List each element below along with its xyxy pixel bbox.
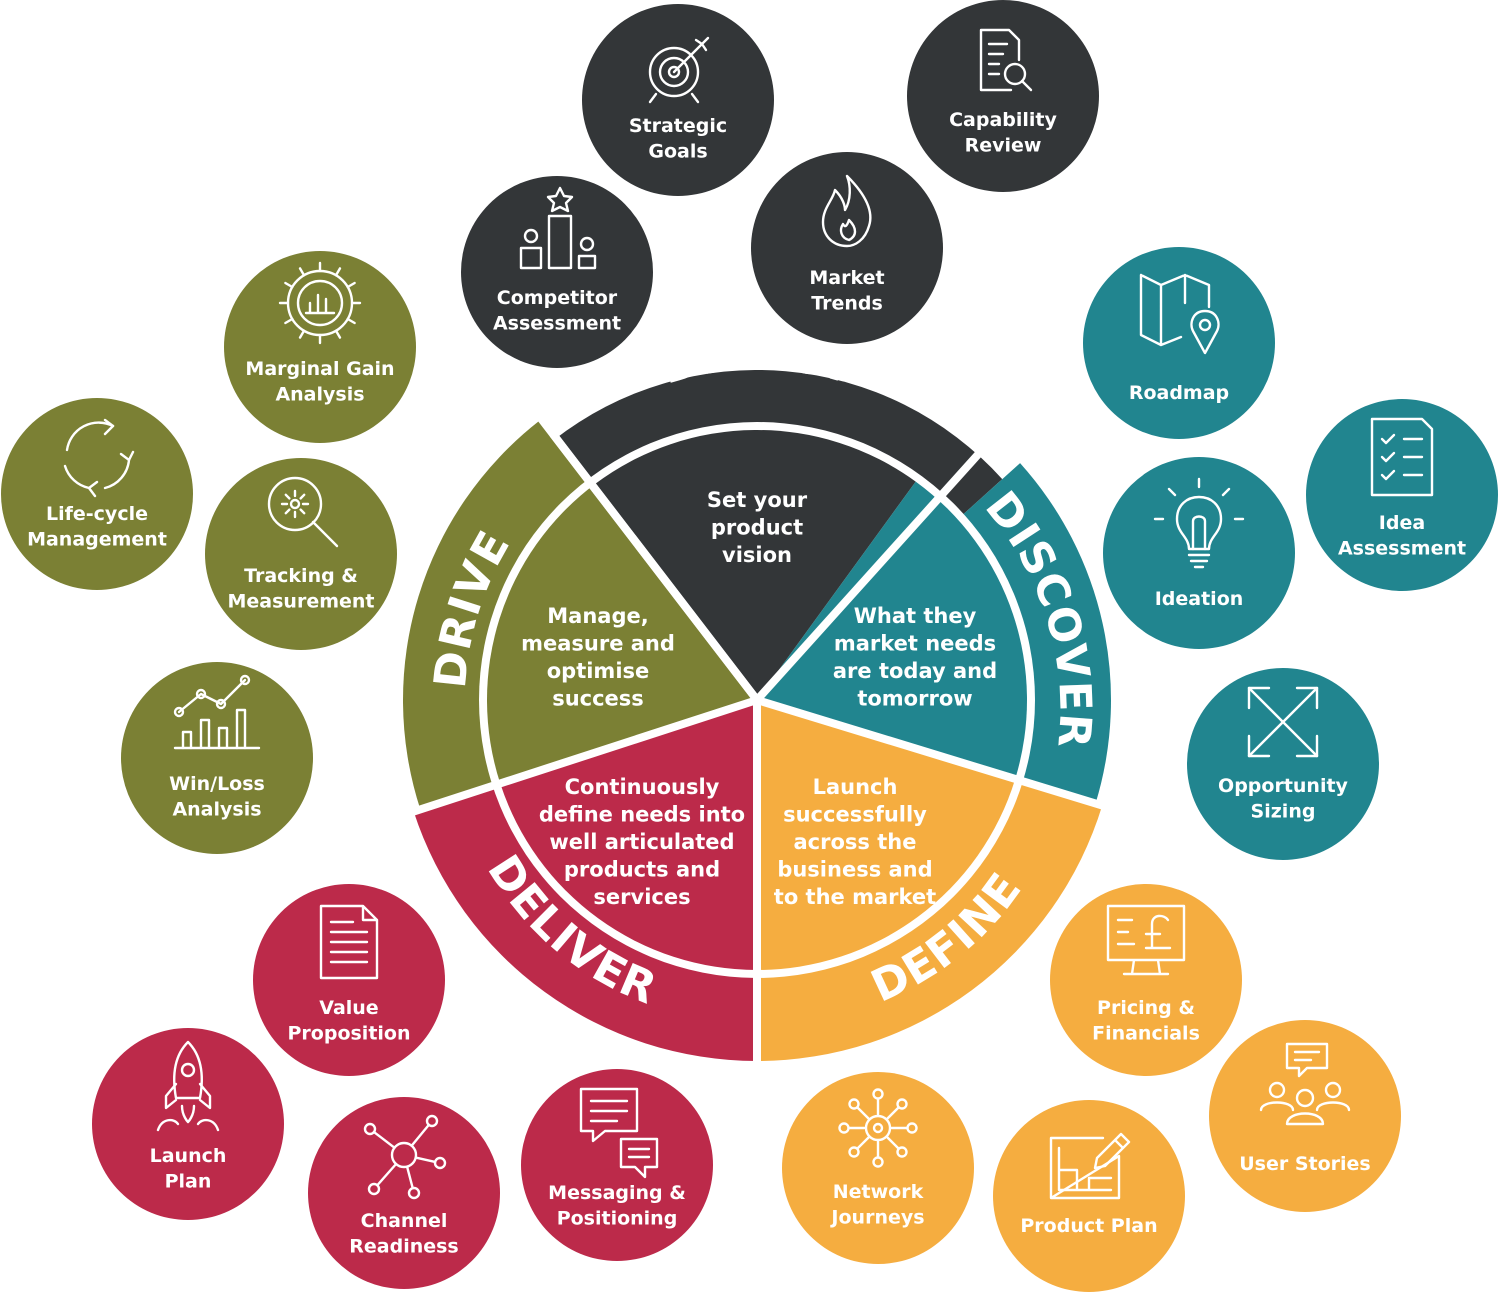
bubble-label: Pricing &Financials [1092,997,1200,1045]
wheel-sector-discover [757,481,1027,779]
bubble-label: Messaging &Positioning [548,1182,686,1230]
wheel-sector-deliver [500,700,757,970]
bubble-circle [521,1069,713,1261]
users-chat-icon [1259,1042,1351,1126]
expand-arrows-icon [1247,686,1319,758]
wheel-divider [754,430,1001,703]
document-search-icon [979,28,1033,92]
chat-bubbles-icon [579,1087,659,1179]
target-icon [648,36,710,104]
bubble-messaging-positioning[interactable]: Messaging &Positioning [521,1069,713,1261]
bubble-circle [205,458,397,650]
bubble-circle [92,1028,284,1220]
bubble-pricing-financials[interactable]: Pricing &Financials [1050,884,1242,1076]
bubble-circle [1,398,193,590]
lightbulb-icon [1153,477,1245,569]
bubble-circle [308,1097,500,1289]
flame-icon [821,174,872,248]
line-bar-chart-icon [173,674,261,750]
bubble-circle [1050,884,1242,1076]
plan-pencil-icon [1049,1132,1131,1200]
cycle-arrows-icon [63,418,135,498]
wheel-sector-define [757,700,1016,970]
bubble-user-stories[interactable]: User Stories [1209,1020,1401,1212]
map-pin-icon [1139,273,1220,355]
bubble-label: Ideation [1155,588,1244,610]
wheel-sector-drive [487,484,757,784]
bubble-label: Roadmap [1129,382,1229,404]
bubble-circle [1209,1020,1401,1212]
bubble-label: Tracking &Measurement [228,565,375,613]
bubble-circle [1083,247,1275,439]
bubble-circle [782,1072,974,1264]
bubble-label: Product Plan [1020,1215,1157,1237]
bubble-circle [121,662,313,854]
bubble-circle [1187,668,1379,860]
magnifier-gear-icon [267,476,339,548]
wheel-divider [408,696,759,817]
bubble-label: User Stories [1239,1153,1371,1175]
bubble-ideation[interactable]: Ideation [1103,457,1295,649]
bubble-circle [224,251,416,443]
wheel-divider [755,696,1108,811]
podium-star-icon [519,186,597,270]
hub-nodes-icon [363,1114,447,1200]
bubble-product-plan[interactable]: Product Plan [993,1100,1185,1292]
bubble-circle [993,1100,1185,1292]
wheel-divider [535,412,761,703]
bubble-circle [582,4,774,196]
bubble-circle [253,884,445,1076]
checklist-icon [1370,417,1434,497]
bubble-roadmap[interactable]: Roadmap [1083,247,1275,439]
bubble-circle [907,0,1099,192]
monitor-pound-icon [1106,904,1186,976]
document-icon [319,904,379,980]
wheel-sector-direct [594,429,916,700]
bubble-tracking-measurement[interactable]: Tracking &Measurement [205,458,397,650]
rocket-icon [156,1040,220,1132]
bubble-circle [461,176,653,368]
network-gear-icon [838,1088,918,1168]
bubble-circle [1103,457,1295,649]
bubble-circle [751,152,943,344]
gear-chart-icon [278,261,362,345]
